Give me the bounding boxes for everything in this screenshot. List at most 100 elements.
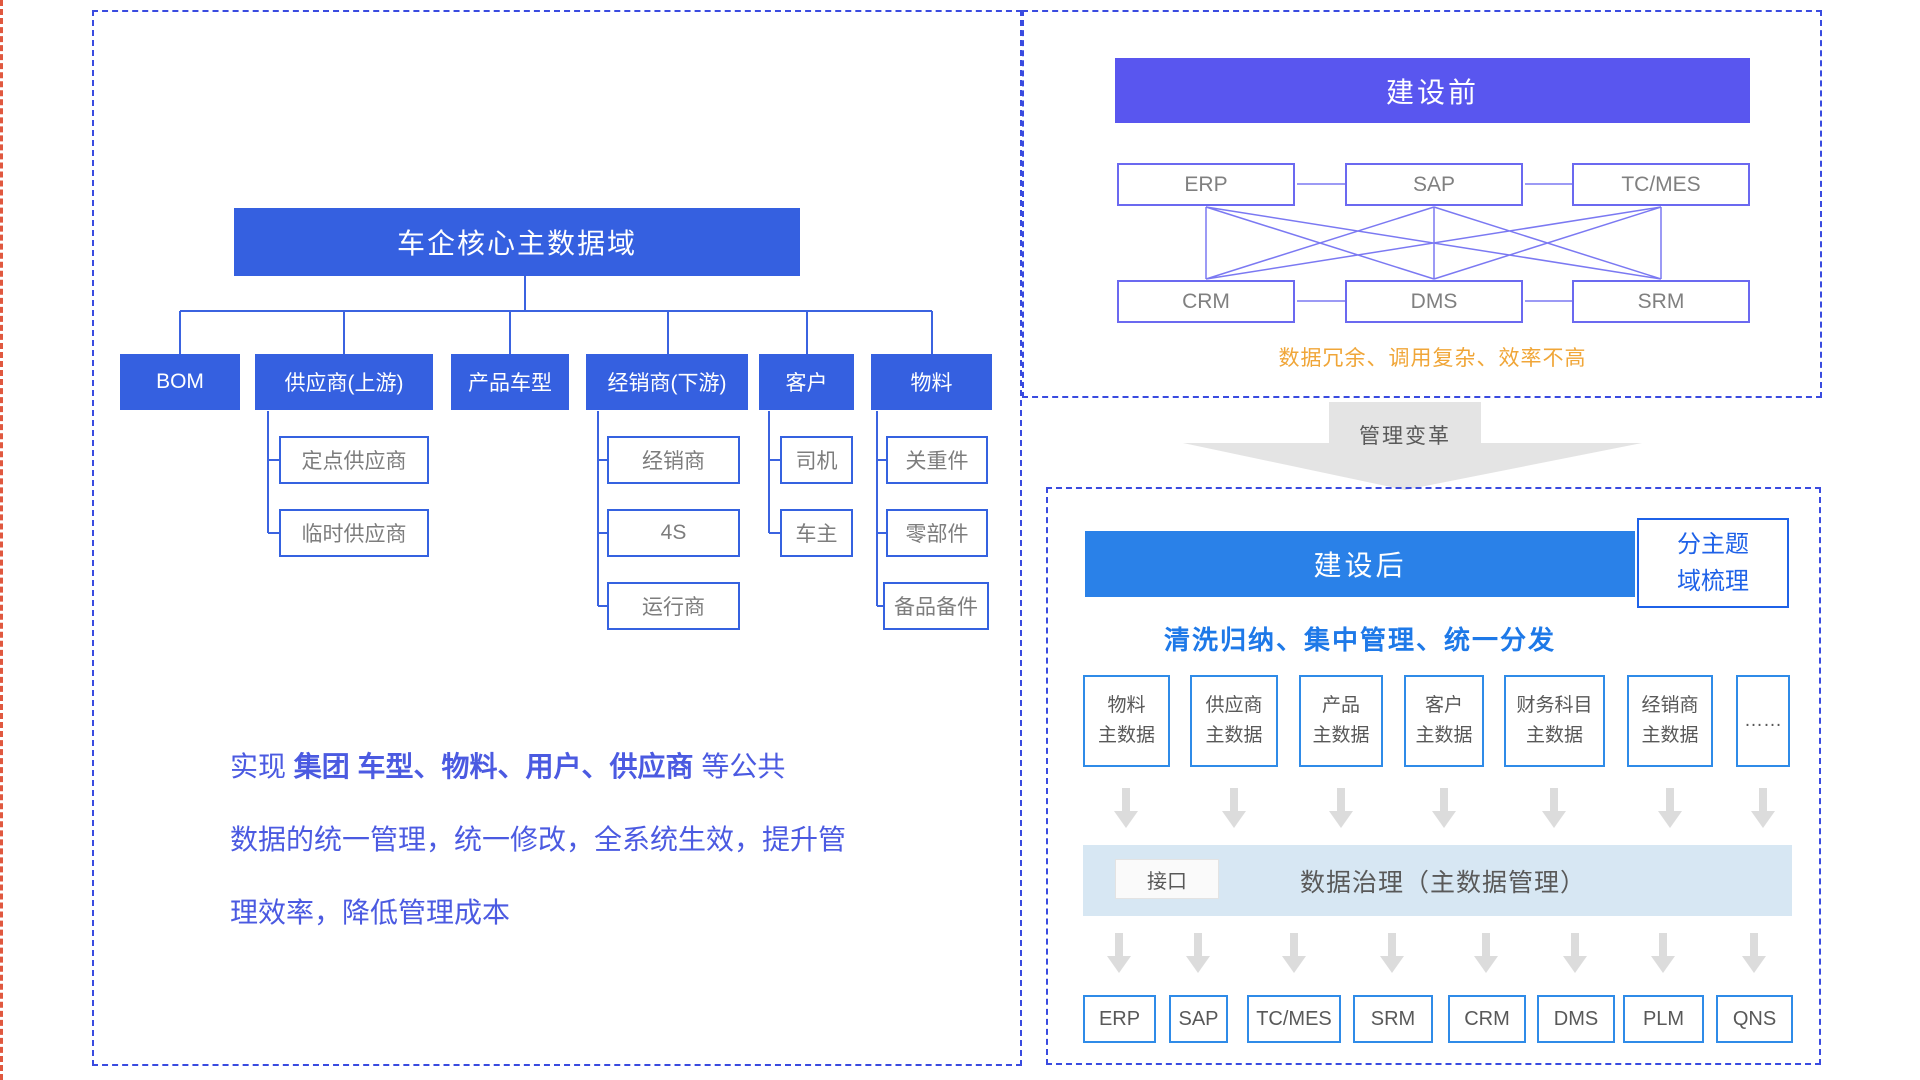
before-system-srm: SRM	[1572, 280, 1750, 323]
before-system-tcmes: TC/MES	[1572, 163, 1750, 206]
leaf-driver: 司机	[780, 436, 853, 484]
leaf-designated-supplier: 定点供应商	[279, 436, 429, 484]
tree-node-product: 产品车型	[451, 354, 569, 410]
md-line2: 主数据	[1415, 725, 1473, 746]
leaf-label: 零部件	[905, 523, 969, 546]
subject-domain-line2: 域梳理	[1677, 568, 1749, 595]
summary-line-2: 数据的统一管理，统一修改，全系统生效，提升管	[230, 824, 847, 855]
down-arrow-icon	[1107, 933, 1131, 975]
md-line1: 经销商	[1641, 694, 1699, 716]
down-arrow-icon	[1432, 788, 1456, 830]
down-arrow-icon	[1380, 933, 1404, 975]
md-line1: 客户	[1424, 694, 1463, 716]
after-subtitle: 清洗归纳、集中管理、统一分发	[1163, 625, 1556, 655]
after-system-erp: ERP	[1083, 995, 1156, 1043]
master-data-supplier: 供应商主数据	[1190, 675, 1278, 767]
md-line2: 主数据	[1312, 725, 1370, 746]
after-system-qns: QNS	[1716, 995, 1793, 1043]
leaf-label: 关重件	[905, 450, 969, 473]
summary-bold-text: 集团 车型、物料、用户、供应商	[293, 751, 694, 782]
tree-node-dealer: 经销商(下游)	[586, 354, 748, 410]
system-label: ERP	[1184, 172, 1228, 196]
system-label: CRM	[1182, 289, 1230, 313]
system-label: DMS	[1410, 289, 1458, 313]
down-arrow-icon	[1186, 933, 1210, 975]
system-label: TC/MES	[1256, 1007, 1332, 1030]
leaf-label: 4S	[660, 521, 687, 544]
governance-label: 数据治理（主数据管理）	[1300, 868, 1587, 897]
summary-line-1: 实现 集团 车型、物料、用户、供应商 等公共	[230, 745, 785, 785]
summary-text: 等公共	[693, 751, 786, 782]
tree-node-supplier: 供应商(上游)	[255, 354, 433, 410]
down-arrow-icon	[1751, 788, 1775, 830]
before-header: 建设前	[1115, 58, 1750, 123]
leaf-label: 定点供应商	[301, 450, 407, 473]
master-data-dealer: 经销商主数据	[1627, 675, 1713, 767]
tree-node-label: 供应商(上游)	[284, 372, 404, 395]
before-system-dms: DMS	[1345, 280, 1523, 323]
after-title: 建设后	[1313, 550, 1407, 581]
system-label: TC/MES	[1621, 172, 1701, 196]
after-system-srm: SRM	[1353, 995, 1433, 1043]
md-line2: 主数据	[1525, 725, 1583, 746]
md-line2: 主数据	[1205, 725, 1263, 746]
leaf-4s: 4S	[607, 509, 740, 557]
tree-node-label: 物料	[910, 372, 953, 395]
leaf-components: 零部件	[886, 509, 988, 557]
before-system-crm: CRM	[1117, 280, 1295, 323]
leaf-operator: 运行商	[607, 582, 740, 630]
summary-text: 实现	[230, 751, 294, 782]
system-label: SAP	[1412, 172, 1456, 196]
system-label: SAP	[1178, 1007, 1219, 1030]
master-data-customer: 客户主数据	[1404, 675, 1484, 767]
md-line2: 主数据	[1641, 725, 1699, 746]
tree-node-label: 客户	[785, 372, 828, 395]
leaf-label: 运行商	[642, 596, 705, 619]
down-arrow-icon	[1742, 933, 1766, 975]
subject-domain-line1: 分主题	[1677, 530, 1749, 558]
summary-line-3: 理效率，降低管理成本	[230, 897, 511, 928]
system-label: DMS	[1553, 1007, 1599, 1030]
after-system-plm: PLM	[1623, 995, 1704, 1043]
interface-box: 接口	[1115, 859, 1219, 899]
core-master-data-panel	[92, 10, 1022, 1066]
master-data-material: 物料主数据	[1083, 675, 1170, 767]
master-data-more: ……	[1736, 675, 1790, 767]
md-line1: 财务科目	[1516, 694, 1593, 716]
system-label: SRM	[1370, 1007, 1416, 1030]
after-system-sap: SAP	[1169, 995, 1228, 1043]
leaf-car-owner: 车主	[780, 509, 853, 557]
after-system-dms: DMS	[1537, 995, 1615, 1043]
leaf-key-parts: 关重件	[886, 436, 988, 484]
subject-domain-box: 分主题 域梳理	[1637, 518, 1789, 608]
system-label: CRM	[1464, 1007, 1510, 1030]
tree-root-label: 车企核心主数据域	[396, 228, 637, 259]
tree-node-customer: 客户	[759, 354, 854, 410]
down-arrow-icon	[1651, 933, 1675, 975]
tree-root-node: 车企核心主数据域	[234, 208, 800, 276]
after-system-crm: CRM	[1448, 995, 1526, 1043]
tree-node-label: BOM	[156, 370, 204, 393]
before-panel	[1022, 10, 1822, 398]
tree-node-material: 物料	[871, 354, 992, 410]
before-title: 建设前	[1385, 76, 1479, 108]
system-label: ERP	[1098, 1007, 1141, 1030]
after-header: 建设后	[1085, 531, 1635, 597]
transition-label: 管理变革	[1359, 425, 1451, 448]
down-arrow-icon	[1282, 933, 1306, 975]
after-system-tcmes: TC/MES	[1247, 995, 1341, 1043]
md-line2: 主数据	[1097, 725, 1155, 746]
leaf-temporary-supplier: 临时供应商	[279, 509, 429, 557]
master-data-product: 产品主数据	[1299, 675, 1383, 767]
before-system-sap: SAP	[1345, 163, 1523, 206]
tree-node-label: 经销商(下游)	[607, 372, 727, 395]
leaf-dealer: 经销商	[607, 436, 740, 484]
md-line1: 供应商	[1205, 694, 1263, 716]
leaf-spare-parts: 备品备件	[883, 582, 989, 630]
leaf-label: 经销商	[642, 450, 705, 473]
md-line1: 物料	[1107, 694, 1146, 716]
master-data-finance: 财务科目主数据	[1504, 675, 1605, 767]
leaf-label: 车主	[795, 523, 838, 546]
leaf-label: 司机	[795, 450, 838, 473]
down-arrow-icon	[1114, 788, 1138, 830]
